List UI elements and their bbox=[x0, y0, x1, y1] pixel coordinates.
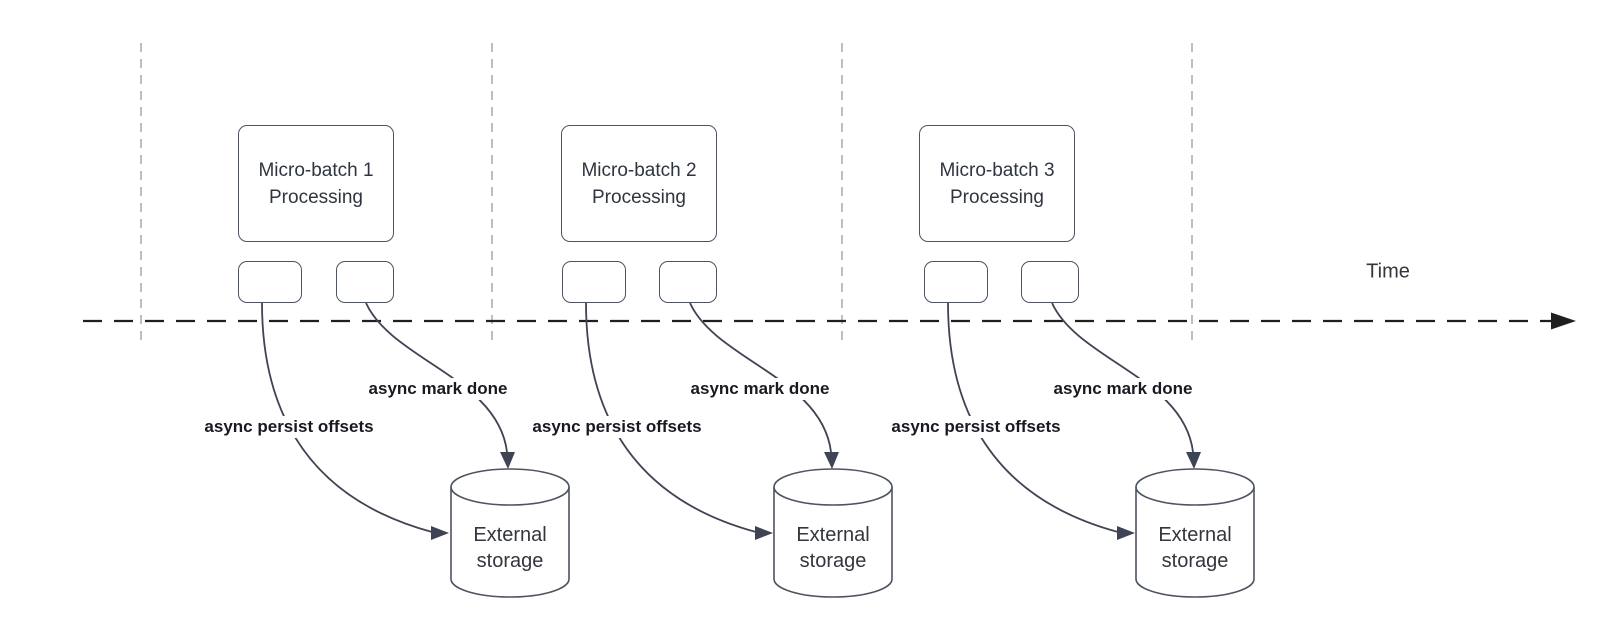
batch-boundary-guides bbox=[140, 43, 1193, 342]
persist-offsets-arrowhead bbox=[431, 526, 449, 540]
storage-label-line2: storage bbox=[476, 550, 544, 572]
external-storage-cylinder: External storage bbox=[450, 468, 570, 598]
external-storage-cylinder: External storage bbox=[773, 468, 893, 598]
processing-box-line1: Micro-batch 3 bbox=[939, 159, 1055, 181]
storage-label-line2: storage bbox=[1161, 550, 1229, 572]
processing-box-line2: Processing bbox=[269, 186, 363, 208]
async-arrows-batch-3 bbox=[947, 302, 1201, 540]
persist-offsets-arrow bbox=[261, 302, 433, 533]
time-axis-arrow bbox=[83, 312, 1576, 330]
async-arrows-batch-1 bbox=[261, 302, 515, 540]
done-marker-box bbox=[1021, 261, 1079, 303]
time-axis-label: Time bbox=[1366, 260, 1410, 283]
done-marker-box bbox=[336, 261, 394, 303]
storage-label-line1: External bbox=[796, 524, 870, 546]
external-storage-cylinder: External storage bbox=[1135, 468, 1255, 598]
mark-done-label: async mark done bbox=[687, 378, 833, 400]
persist-offsets-arrow bbox=[585, 302, 757, 533]
time-axis-arrowhead bbox=[1551, 312, 1576, 330]
micro-batch-3-processing-box: Micro-batch 3 Processing bbox=[919, 125, 1075, 242]
micro-batch-1-processing-box: Micro-batch 1 Processing bbox=[238, 125, 394, 242]
processing-box-line1: Micro-batch 1 bbox=[258, 159, 374, 181]
persist-offsets-label: async persist offsets bbox=[201, 416, 377, 438]
micro-batch-2-processing-box: Micro-batch 2 Processing bbox=[561, 125, 717, 242]
mark-done-arrowhead bbox=[1186, 452, 1201, 469]
processing-box-line1: Micro-batch 2 bbox=[581, 159, 697, 181]
mark-done-label: async mark done bbox=[1050, 378, 1196, 400]
processing-box-line2: Processing bbox=[950, 186, 1044, 208]
async-arrows-batch-2 bbox=[585, 302, 839, 540]
mark-done-arrow bbox=[689, 302, 832, 453]
storage-label-line1: External bbox=[473, 524, 547, 546]
cylinder-shape bbox=[1135, 468, 1255, 598]
mark-done-label: async mark done bbox=[365, 378, 511, 400]
persist-offsets-label: async persist offsets bbox=[529, 416, 705, 438]
cylinder-shape bbox=[450, 468, 570, 598]
cylinder-shape bbox=[773, 468, 893, 598]
mark-done-arrowhead bbox=[824, 452, 839, 469]
mark-done-arrow bbox=[365, 302, 508, 453]
offset-marker-box bbox=[238, 261, 302, 303]
done-marker-box bbox=[659, 261, 717, 303]
offset-marker-box bbox=[924, 261, 988, 303]
persist-offsets-arrowhead bbox=[1117, 526, 1135, 540]
offset-marker-box bbox=[562, 261, 626, 303]
persist-offsets-arrowhead bbox=[755, 526, 773, 540]
persist-offsets-arrow bbox=[947, 302, 1119, 533]
persist-offsets-label: async persist offsets bbox=[888, 416, 1064, 438]
mark-done-arrow bbox=[1051, 302, 1194, 453]
processing-box-line2: Processing bbox=[592, 186, 686, 208]
mark-done-arrowhead bbox=[500, 452, 515, 469]
storage-label-line2: storage bbox=[799, 550, 867, 572]
storage-label-line1: External bbox=[1158, 524, 1232, 546]
